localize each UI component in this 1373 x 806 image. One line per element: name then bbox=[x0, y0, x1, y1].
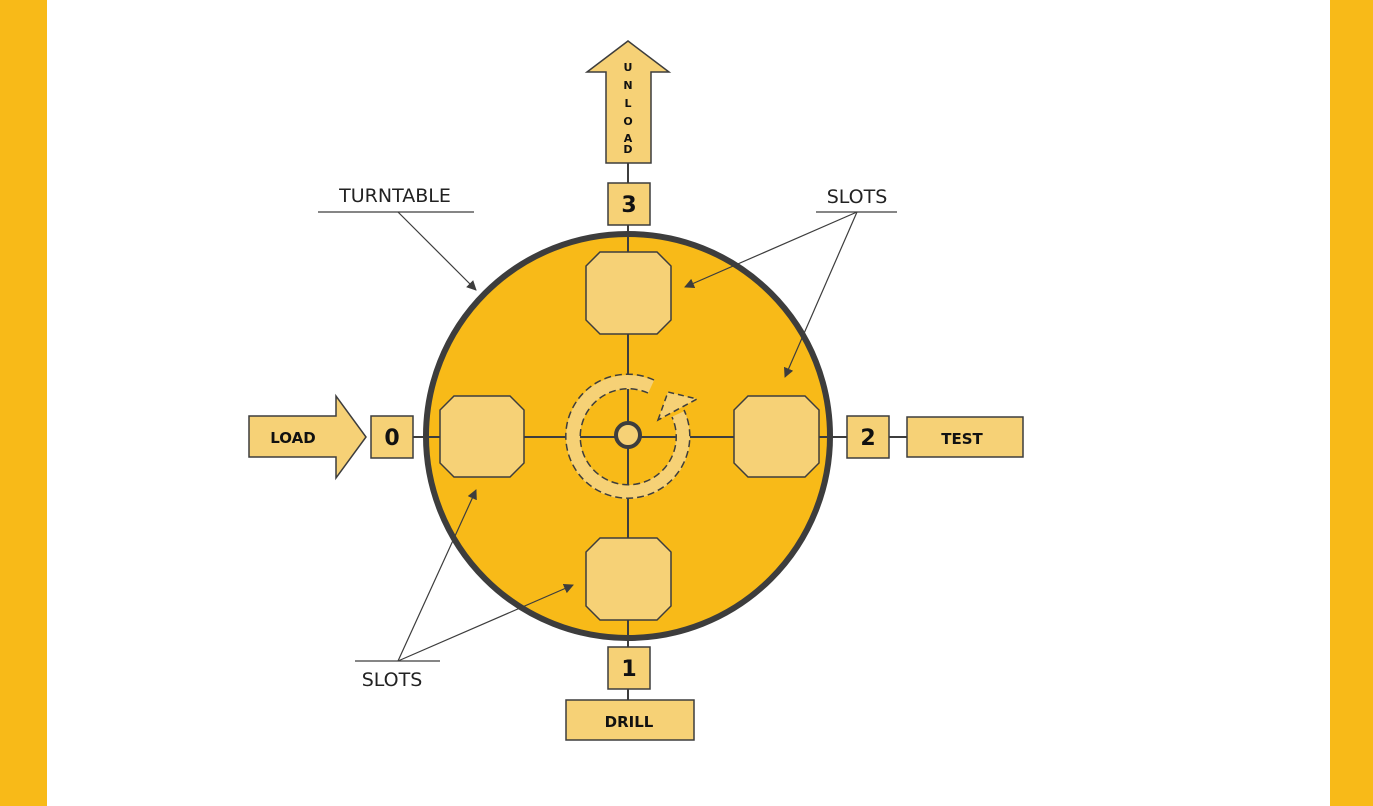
test-label: TEST bbox=[941, 430, 983, 448]
load-station: LOAD 0 bbox=[248, 393, 414, 481]
drill-station: 1 DRILL bbox=[565, 646, 695, 741]
turntable-callout: TURNTABLE bbox=[338, 185, 451, 207]
slot-right bbox=[733, 395, 820, 478]
load-arrow-icon bbox=[248, 393, 367, 481]
slots-bottom-arrow-1 bbox=[397, 489, 477, 662]
unload-letter: O bbox=[623, 115, 632, 128]
station-number-box-2 bbox=[846, 415, 890, 459]
unload-letter: A bbox=[624, 132, 633, 145]
station-number-3: 3 bbox=[621, 193, 636, 218]
station-number-box-3 bbox=[607, 182, 651, 226]
drill-box bbox=[565, 699, 695, 741]
unload-arrow-icon bbox=[584, 40, 672, 164]
unload-letter: U bbox=[624, 61, 633, 74]
slots-top-arrow-2 bbox=[784, 211, 858, 378]
slots-callout-top: SLOTS bbox=[827, 186, 888, 208]
station-number-0: 0 bbox=[384, 426, 399, 451]
slots-callout-bottom: SLOTS bbox=[362, 669, 423, 691]
station-number-1: 1 bbox=[621, 657, 636, 682]
slot-bottom bbox=[585, 537, 672, 621]
right-side-bar bbox=[1330, 0, 1373, 806]
test-station: 2 TEST bbox=[846, 415, 1024, 459]
turntable-axle bbox=[614, 421, 642, 449]
drill-label: DRILL bbox=[605, 713, 654, 731]
station-number-box-0 bbox=[370, 415, 414, 459]
left-side-bar bbox=[0, 0, 47, 806]
slot-top bbox=[585, 251, 672, 335]
unload-station: U N L O A D 3 bbox=[584, 40, 672, 226]
unload-letter: L bbox=[624, 97, 631, 110]
test-box bbox=[906, 416, 1024, 458]
station-number-2: 2 bbox=[860, 426, 875, 451]
unload-letter: N bbox=[623, 79, 632, 92]
slot-left bbox=[439, 395, 525, 478]
station-number-box-1 bbox=[607, 646, 651, 690]
slots-top-arrow-1 bbox=[684, 211, 858, 288]
unload-letter: D bbox=[623, 143, 632, 156]
rotate-clockwise-arrow-icon bbox=[565, 373, 700, 499]
turntable-callout-arrow bbox=[397, 211, 477, 291]
load-label: LOAD bbox=[270, 429, 315, 447]
slots-bottom-arrow-2 bbox=[397, 583, 574, 662]
